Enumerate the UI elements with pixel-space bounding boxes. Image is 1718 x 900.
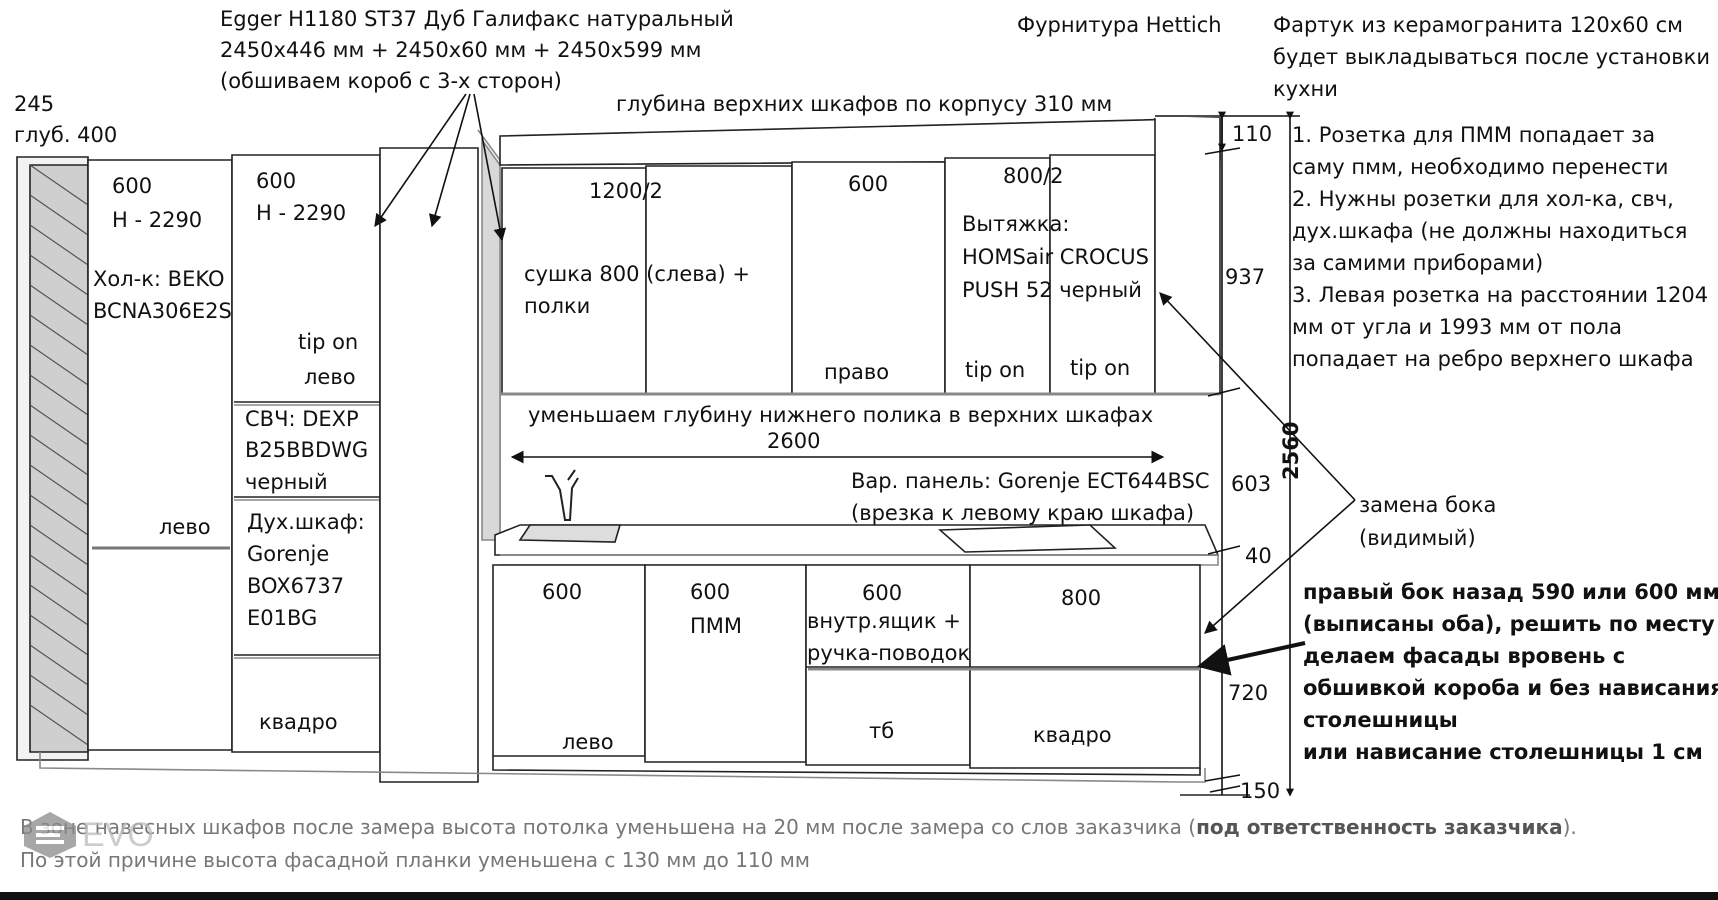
apron-line-1: Фартук из керамогранита 120х60 см — [1273, 13, 1683, 37]
tall-cabinet-1 — [87, 159, 233, 751]
tall-2-opening-2: лево — [304, 365, 356, 389]
side-note-1: замена бока — [1359, 493, 1497, 517]
note-line-8: попадает на ребро верхнего шкафа — [1292, 347, 1694, 371]
sink — [518, 524, 622, 543]
left-panel-shelf-bay — [29, 164, 89, 753]
tall-2-width: 600 — [256, 169, 297, 193]
dim-150: 150 — [1240, 779, 1281, 803]
dim-937: 937 — [1225, 265, 1266, 289]
tall-1-hinge: лево — [159, 515, 211, 539]
hood-1: Вытяжка: — [962, 212, 1070, 236]
hob-note-2: (врезка к левому краю шкафа) — [851, 501, 1195, 525]
length-2600: 2600 — [767, 429, 821, 453]
hob — [937, 524, 1117, 553]
footer-line-1-bold: под ответственность заказчика — [1196, 815, 1563, 839]
tall-1-height: Н - 2290 — [112, 208, 203, 232]
lower-3-note-1: внутр.ящик + — [807, 609, 961, 633]
bold-note-1: правый бок назад 590 или 600 мм — [1303, 580, 1718, 604]
material-line-2: 2450х446 мм + 2450х60 мм + 2450х599 мм — [220, 38, 702, 62]
oven-4: E01BG — [247, 606, 318, 630]
microwave-2: B25BBDWG — [245, 438, 369, 462]
side-note-2: (видимый) — [1359, 526, 1476, 550]
lower-3-width: 600 — [862, 581, 903, 605]
boxing-column — [379, 147, 479, 783]
upper-1-note-2: полки — [524, 294, 591, 318]
note-line-7: мм от угла и 1993 мм от пола — [1292, 315, 1622, 339]
note-line-3: 2. Нужны розетки для хол-ка, свч, — [1292, 187, 1674, 211]
material-line-1: Egger H1180 ST37 Дуб Галифакс натуральны… — [220, 7, 734, 31]
fridge-label-1: Хол-к: BEKO — [93, 267, 225, 291]
bold-note-4: обшивкой короба и без нависания — [1303, 676, 1718, 700]
oven-3: BOX6737 — [247, 574, 345, 598]
left-panel-depth: глуб. 400 — [14, 123, 118, 147]
hood-2: HOMSair CROCUS — [962, 245, 1149, 269]
bottom-border — [0, 892, 1718, 900]
footer-line-1: В зоне навесных шкафов после замера высо… — [20, 815, 1577, 840]
material-line-3: (обшиваем короб с 3-х сторон) — [220, 69, 562, 93]
lower-3-note-2: ручка-поводок — [807, 641, 971, 665]
bold-note-3: делаем фасады вровень с — [1303, 644, 1626, 668]
apron-line-3: кухни — [1273, 77, 1338, 101]
note-line-6: 3. Левая розетка на расстоянии 1204 — [1292, 283, 1709, 307]
bold-note-2: (выписаны оба), решить по месту — [1303, 612, 1715, 636]
footer-line-1-suffix: ). — [1562, 815, 1577, 839]
dim-2560: 2560 — [1279, 421, 1303, 480]
microwave-1: СВЧ: DEXP — [245, 407, 359, 431]
tall-2-height: Н - 2290 — [256, 201, 347, 225]
lower-2-label: ПММ — [690, 614, 743, 638]
fridge-label-2: BCNA306E2S — [93, 299, 232, 323]
logo-text: EVO — [82, 816, 154, 854]
note-line-4: дух.шкафа (не должны находиться — [1292, 219, 1688, 243]
footer-line-2: По этой причине высота фасадной планки у… — [20, 848, 810, 872]
logo-hexagon-icon — [24, 812, 76, 858]
oven-1: Дух.шкаф: — [247, 510, 365, 534]
upper-3-opening-1: tip on — [965, 358, 1026, 382]
bold-note-6: или нависание столешницы 1 см — [1303, 740, 1703, 764]
dim-720: 720 — [1228, 681, 1269, 705]
lower-2-width: 600 — [690, 580, 731, 604]
note-line-1: 1. Розетка для ПММ попадает за — [1292, 123, 1656, 147]
oven-2: Gorenje — [247, 542, 330, 566]
footer-line-1-prefix: В зоне навесных шкафов после замера высо… — [20, 815, 1197, 839]
faucet — [545, 469, 579, 521]
shelf-note: уменьшаем глубину нижнего полика в верхн… — [528, 403, 1154, 427]
upper-1-width: 1200/2 — [589, 179, 663, 203]
note-line-5: за самими приборами) — [1292, 251, 1544, 275]
tall-2-opening-1: tip on — [298, 330, 359, 354]
plinth — [39, 752, 1206, 783]
apron-line-2: будет выкладываться после установки — [1273, 45, 1710, 69]
upper-1-note-1: сушка 800 (слева) + — [524, 262, 750, 286]
hob-note-1: Вар. панель: Gorenje ECT644BSC — [851, 469, 1210, 493]
hardware-label: Фурнитура Hettich — [1017, 13, 1222, 37]
lower-4-width: 800 — [1061, 586, 1102, 610]
lower-1-hinge: лево — [562, 730, 614, 754]
lower-4-drawer: квадро — [1033, 723, 1112, 747]
left-panel-hatching — [29, 164, 89, 746]
tall-1-width: 600 — [112, 174, 153, 198]
tall-2-bottom: квадро — [259, 710, 338, 734]
dim-40: 40 — [1245, 544, 1272, 568]
dim-110: 110 — [1232, 122, 1273, 146]
evo-logo: EVO — [20, 810, 160, 860]
upper-3-opening-2: tip on — [1070, 356, 1131, 380]
bold-note-5: столешницы — [1303, 708, 1458, 732]
lower-1-width: 600 — [542, 580, 583, 604]
dim-603: 603 — [1231, 472, 1272, 496]
hood-3: PUSH 52 черный — [962, 278, 1142, 302]
note-line-2: саму пмм, необходимо перенести — [1292, 155, 1669, 179]
left-panel-width: 245 — [14, 92, 55, 116]
lower-3-drawer: тб — [869, 719, 895, 743]
upper-depth-label: глубина верхних шкафов по корпусу 310 мм — [616, 92, 1113, 116]
upper-3-width: 800/2 — [1003, 164, 1064, 188]
upper-2-hinge: право — [824, 360, 890, 384]
microwave-3: черный — [245, 470, 328, 494]
upper-2-width: 600 — [848, 172, 889, 196]
